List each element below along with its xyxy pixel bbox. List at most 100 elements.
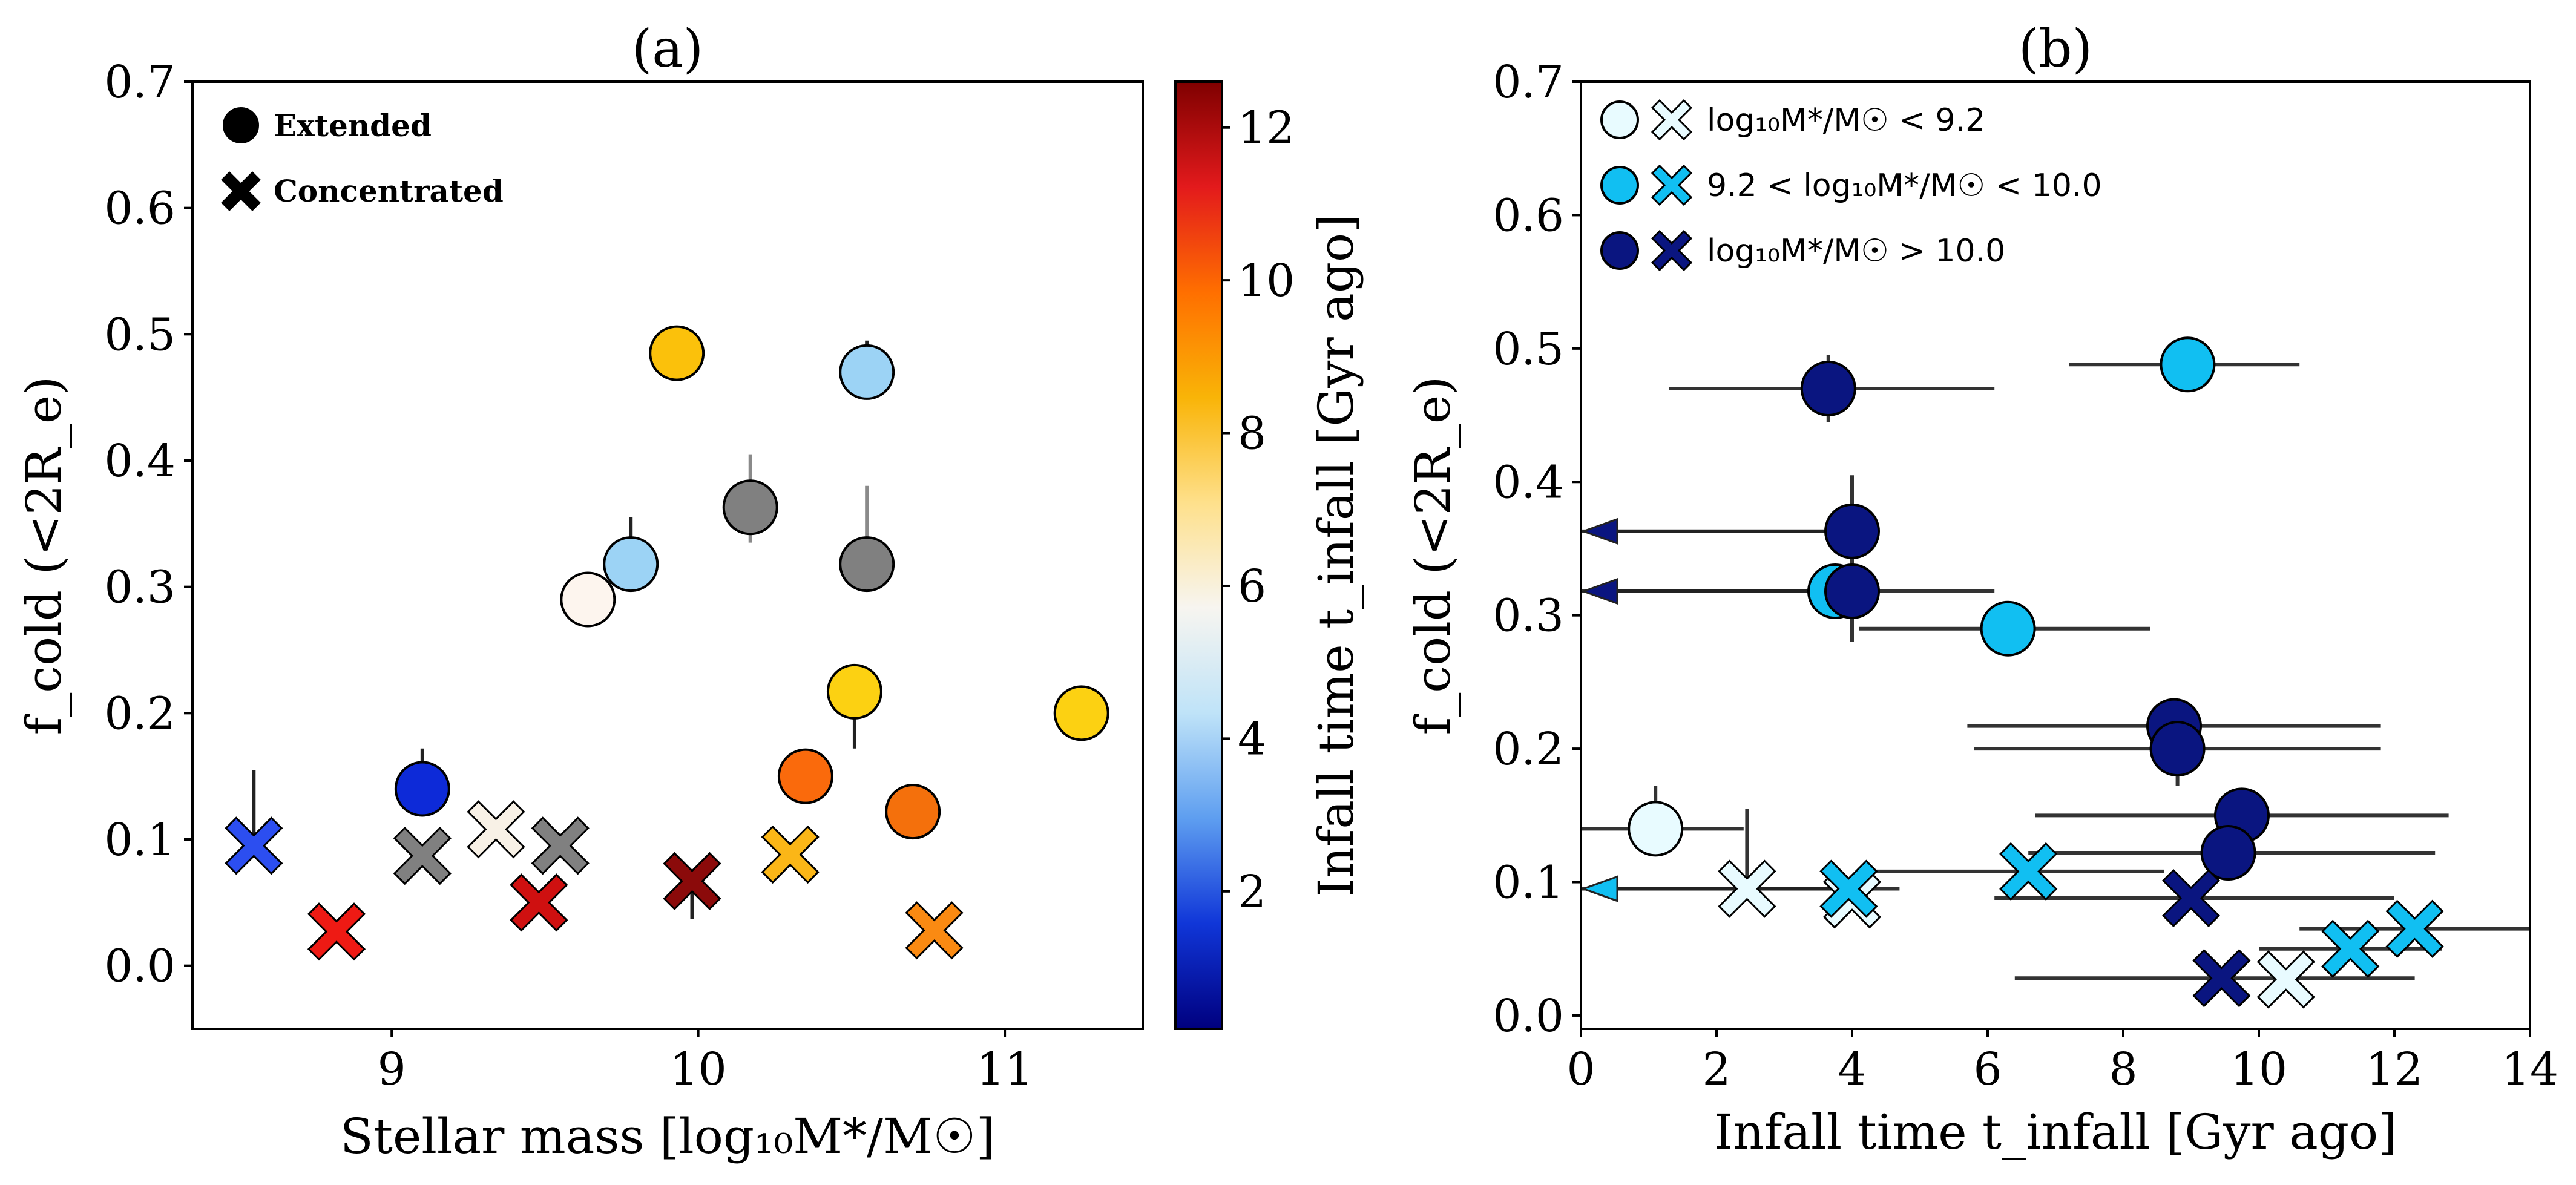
panel-b-y-axis-title: f_cold (<2R_e) [1405, 376, 1461, 735]
panel-b-title: (b) [2019, 19, 2092, 79]
b-legend-item: log₁₀M*/M☉ < 9.2 [1600, 99, 1985, 141]
b-limit-arrow [1581, 517, 1618, 545]
b-legend-circle-marker [1600, 231, 1639, 270]
b-xtick-label: 4 [1838, 1043, 1866, 1095]
a-point-circle [777, 748, 833, 804]
legend-item-extended: Extended [223, 107, 432, 143]
panel-a-y-axis-title: f_cold (<2R_e) [16, 376, 72, 735]
a-ytick-label: 0.2 [104, 688, 176, 740]
b-point-cross [2161, 868, 2221, 928]
b-xtick-label: 14 [2502, 1043, 2558, 1095]
legend-extended-marker [223, 107, 259, 143]
a-ytick-label: 0.4 [104, 435, 176, 487]
b-point-cross [1999, 842, 2058, 901]
b-point-circle [2160, 336, 2216, 393]
panel-a-legend: Extended Concentrated [221, 107, 504, 211]
b-legend-circle-marker [1600, 166, 1639, 205]
legend-concentrated-marker [221, 171, 261, 211]
b-legend-item: 9.2 < log₁₀M*/M☉ < 10.0 [1600, 164, 2102, 206]
b-legend-circle-marker [1600, 100, 1639, 139]
colorbar-tick-label: 12 [1238, 102, 1295, 154]
colorbar-tick-label: 6 [1238, 560, 1266, 612]
panel-a-frame [191, 80, 1144, 1030]
a-xtick-label: 9 [378, 1043, 406, 1095]
b-point-circle [2200, 825, 2256, 881]
a-point-cross [663, 852, 721, 911]
panel-a-ticks: 9 10 11 0.0 0.1 0.2 0.3 0.4 0.5 0.6 0.7 [104, 56, 1033, 1095]
a-ytick-label: 0.7 [104, 56, 176, 108]
a-point-circle [722, 479, 778, 536]
panel-a-title: (a) [632, 19, 703, 79]
legend-extended-label: Extended [274, 108, 432, 143]
a-point-circle [839, 536, 895, 592]
b-ytick-label: 0.1 [1493, 857, 1564, 909]
colorbar-tick-label: 10 [1238, 255, 1295, 307]
b-point-circle [1800, 360, 1856, 416]
a-ytick-label: 0.0 [104, 940, 176, 993]
b-ytick-label: 0.0 [1493, 990, 1564, 1042]
colorbar-label: Infall time t_infall [Gyr ago] [1308, 214, 1364, 898]
a-xtick-label: 11 [976, 1043, 1033, 1095]
b-legend-item: log₁₀M*/M☉ > 10.0 [1600, 229, 2005, 272]
a-ytick-label: 0.3 [104, 562, 176, 614]
b-point-circle [1824, 563, 1880, 620]
b-xtick-label: 2 [1702, 1043, 1730, 1095]
a-point-circle [394, 761, 450, 817]
a-ytick-label: 0.5 [104, 309, 176, 361]
panel-b-x-axis-title: Infall time t_infall [Gyr ago] [1714, 1104, 2397, 1160]
b-xtick-label: 6 [1973, 1043, 2002, 1095]
b-xtick-label: 10 [2230, 1043, 2287, 1095]
a-point-circle [560, 571, 616, 628]
b-point-circle [2149, 721, 2206, 777]
a-point-circle [649, 325, 705, 381]
b-ytick-label: 0.5 [1493, 323, 1564, 375]
b-legend-cross-marker [1651, 99, 1693, 141]
b-point-circle [1628, 801, 1684, 857]
a-xtick-label: 10 [670, 1043, 727, 1095]
b-point-cross [1819, 859, 1878, 918]
b-point-cross [2385, 899, 2444, 958]
b-xtick-label: 0 [1566, 1043, 1595, 1095]
colorbar-ticks: 2 4 6 8 10 12 [1222, 102, 1295, 918]
b-point-cross [2321, 919, 2380, 978]
b-legend-label: 9.2 < log₁₀M*/M☉ < 10.0 [1707, 168, 2102, 204]
a-ytick-label: 0.1 [104, 814, 176, 866]
colorbar-tick-label: 8 [1238, 408, 1266, 460]
a-point-cross [510, 873, 568, 932]
colorbar: 2 4 6 8 10 12 Infall time t_infall [Gyr ago] [1174, 80, 1364, 1030]
b-limit-arrow [1581, 875, 1618, 902]
panel-b-frame [1580, 80, 2531, 1030]
b-point-circle [1980, 600, 2036, 657]
b-point-cross [2192, 949, 2251, 1008]
a-point-circle [839, 344, 895, 400]
b-legend-cross-marker [1651, 164, 1693, 206]
a-point-cross [307, 902, 366, 961]
panel-b-plot-area [1581, 336, 2530, 1009]
a-point-circle [885, 784, 941, 840]
a-point-circle [603, 536, 659, 592]
a-point-circle [1053, 685, 1109, 741]
b-ytick-label: 0.2 [1493, 723, 1564, 775]
legend-item-concentrated: Concentrated [221, 171, 504, 211]
colorbar-gradient [1174, 80, 1223, 1030]
a-ytick-label: 0.6 [104, 183, 176, 235]
a-point-cross [467, 800, 525, 859]
panel-b-legend: log₁₀M*/M☉ < 9.2 9.2 < log₁₀M*/M☉ < 10.0 l… [1600, 99, 2102, 272]
colorbar-tick-label: 2 [1238, 866, 1266, 918]
a-point-cross [225, 816, 283, 875]
a-point-cross [905, 901, 964, 960]
colorbar-tick-label: 4 [1238, 713, 1266, 765]
panel-a: (a) 9 10 11 0.0 0.1 0.2 0.3 0.4 0.5 0.6 0.7 Stella… [16, 19, 1144, 1164]
b-legend-cross-marker [1651, 229, 1693, 272]
b-point-cross [1718, 859, 1776, 918]
a-point-cross [393, 826, 452, 885]
a-point-circle [826, 663, 882, 720]
b-legend-label: log₁₀M*/M☉ > 10.0 [1707, 233, 2005, 269]
a-point-cross [531, 816, 590, 875]
panel-a-x-axis-title: Stellar mass [log₁₀M*/M☉] [340, 1108, 995, 1164]
a-point-cross [761, 825, 820, 884]
b-limit-arrow [1581, 577, 1618, 605]
